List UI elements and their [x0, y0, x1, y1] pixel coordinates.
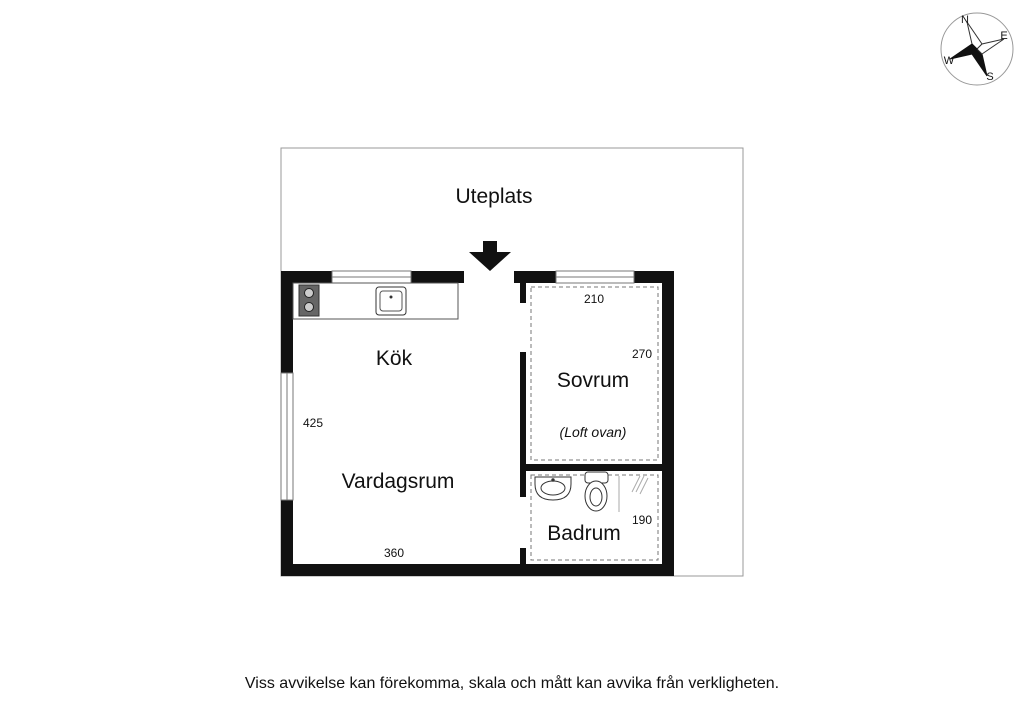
dim-bedroom-width: 210: [584, 292, 604, 306]
compass-w-label: W: [944, 55, 955, 67]
compass-s-label: S: [986, 71, 993, 83]
compass-rose-icon: N E S W: [940, 12, 1014, 86]
room-label-uteplats: Uteplats: [455, 185, 532, 208]
interior-walls: [520, 283, 662, 564]
windows: [280, 270, 635, 501]
compass-e-label: E: [1000, 30, 1007, 42]
entrance-arrow-icon: [469, 241, 511, 271]
dim-kitchen-height: 425: [303, 416, 323, 430]
room-label-vardagsrum: Vardagsrum: [342, 470, 455, 493]
kitchen-counter: [292, 282, 459, 320]
disclaimer-text: Viss avvikelse kan förekomma, skala och …: [244, 675, 780, 692]
room-label-kok: Kök: [376, 347, 413, 370]
bedroom-loft-outline: [530, 286, 659, 461]
dim-bedroom-depth: 270: [632, 347, 652, 361]
room-label-sovrum: Sovrum: [557, 369, 629, 392]
compass-n-label: N: [961, 14, 969, 26]
shower-icon: [618, 475, 649, 512]
sink-icon: [534, 476, 572, 501]
room-note-loft: (Loft ovan): [560, 424, 627, 440]
dim-living-width: 360: [384, 546, 404, 560]
toilet-icon: [584, 471, 609, 512]
dim-bathroom-depth: 190: [632, 513, 652, 527]
outer-walls: [281, 271, 674, 576]
room-label-badrum: Badrum: [547, 522, 621, 545]
